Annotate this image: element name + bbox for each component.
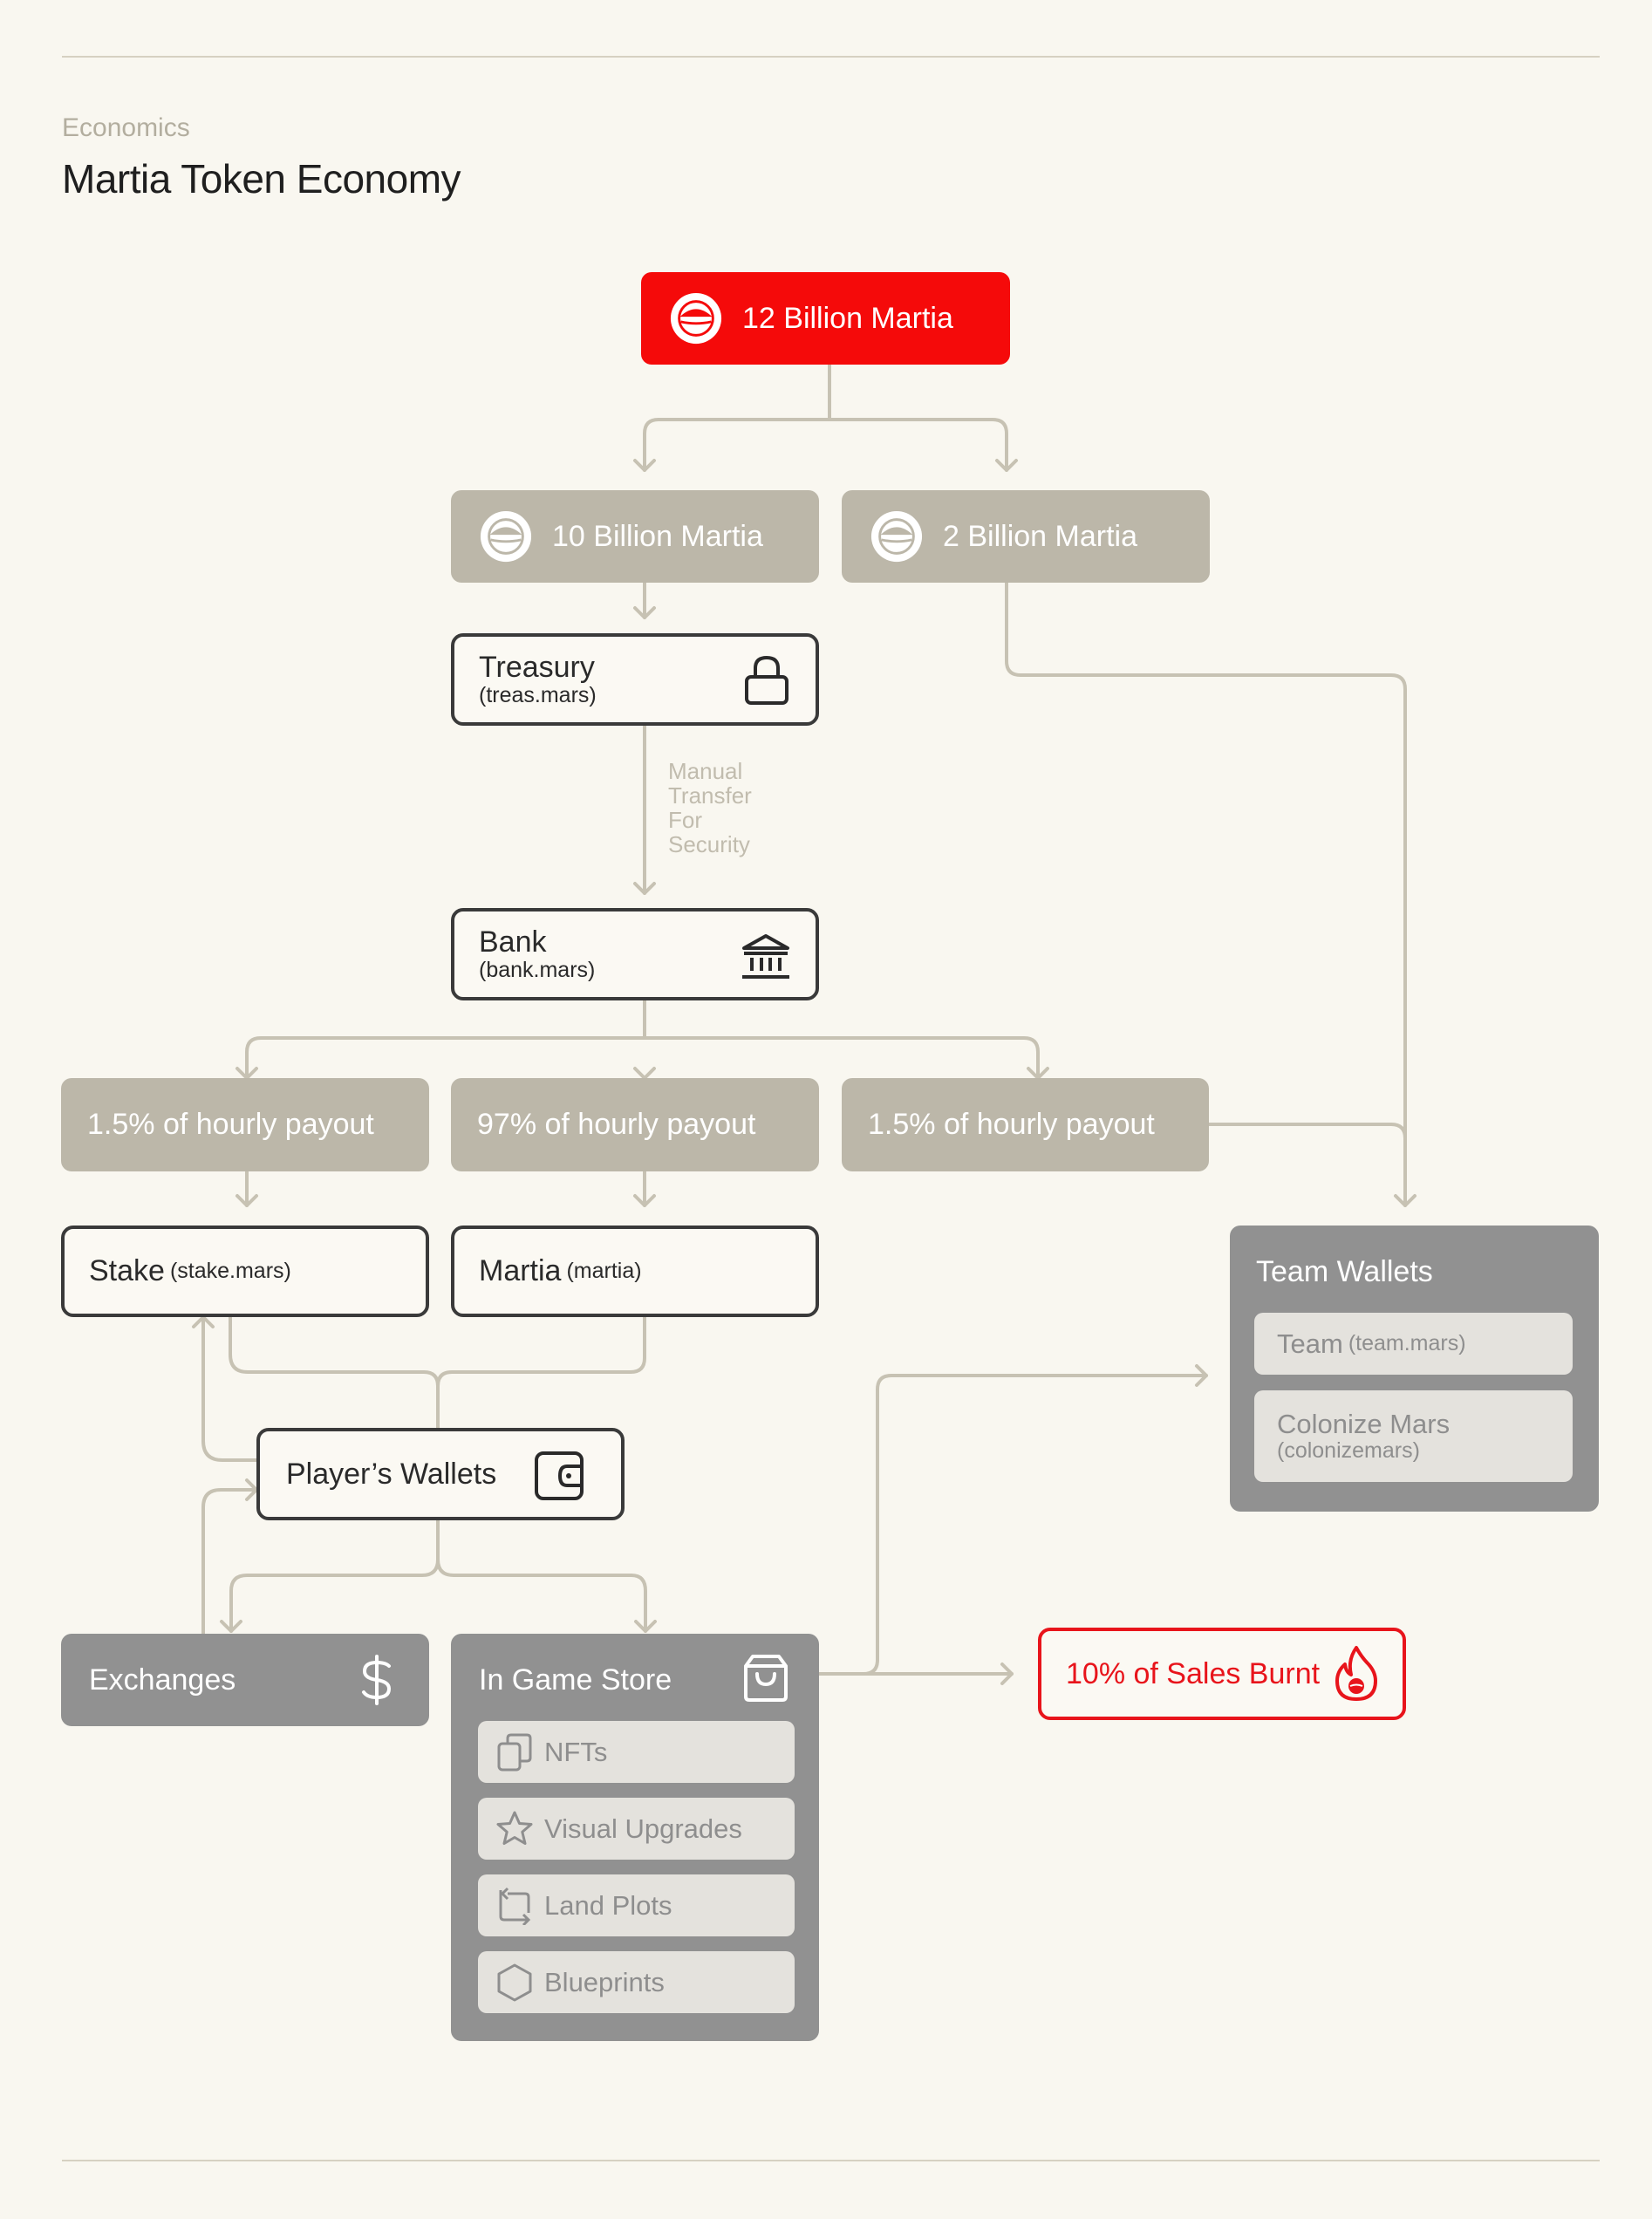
team-wallet-account: (team.mars) [1348,1331,1466,1355]
shopping-bag-icon [744,1655,788,1702]
store-item-blueprints: Blueprints [478,1951,795,2013]
hexagon-icon [497,1963,532,2001]
total-supply-node: 12 Billion Martia [641,272,1010,365]
colonize-mars-wallet-item: Colonize Mars (colonizemars) [1254,1390,1573,1482]
store-item-label: NFTs [544,1736,608,1767]
repeat-icon [499,1887,531,1925]
stake-payout-label: 1.5% of hourly payout [87,1108,374,1141]
exchanges-label: Exchanges [89,1663,236,1697]
players-wallets-label: Player’s Wallets [286,1457,497,1491]
stake-label: Stake [89,1254,165,1287]
store-title: In Game Store [479,1663,672,1697]
team-payout-node: 1.5% of hourly payout [842,1078,1209,1171]
store-item-visual-upgrades: Visual Upgrades [478,1798,795,1860]
team-wallets-title: Team Wallets [1256,1255,1433,1288]
martia-coin-icon [480,510,532,563]
bank-node: Bank (bank.mars) [451,908,819,1000]
sales-burn-node: 10% of Sales Burnt [1038,1628,1406,1720]
stake-payout-node: 1.5% of hourly payout [61,1078,429,1171]
in-game-store-panel: In Game Store NFTs Visual Upgrades Land … [451,1634,819,2041]
stake-account: (stake.mars) [169,1259,291,1283]
treasury-node: Treasury (treas.mars) [451,633,819,726]
total-supply-label: 12 Billion Martia [742,301,953,335]
bottom-divider [62,2160,1600,2161]
team-allocation-label: 2 Billion Martia [943,519,1137,553]
flame-icon [1335,1646,1377,1701]
store-item-nfts: NFTs [478,1721,795,1783]
colonize-mars-label: Colonize Mars [1277,1409,1451,1440]
section-eyebrow: Economics [62,113,190,142]
treasury-label: Treasury [479,651,595,685]
copy-icon [497,1733,532,1771]
top-divider [62,56,1600,58]
dollar-icon [362,1655,392,1705]
team-wallets-panel: Team Wallets Team (team.mars) Colonize M… [1230,1226,1599,1512]
martia-node: Martia (martia) [451,1226,819,1317]
page-title: Martia Token Economy [62,156,461,201]
store-item-label: Land Plots [544,1889,672,1921]
lock-icon [745,655,788,705]
exchanges-node: Exchanges [61,1634,429,1726]
team-wallet-label: Team [1277,1328,1343,1359]
store-item-label: Blueprints [544,1966,665,1997]
treasury-allocation-label: 10 Billion Martia [552,519,763,553]
players-wallets-node: Player’s Wallets [256,1428,625,1520]
treasury-account: (treas.mars) [479,682,597,707]
martia-account: (martia) [566,1259,642,1283]
transfer-note: Manual Transfer For Security [668,758,752,857]
star-icon [496,1811,533,1845]
bank-label: Bank [479,925,547,959]
martia-coin-icon [870,510,923,563]
team-payout-label: 1.5% of hourly payout [868,1108,1155,1141]
colonize-mars-account: (colonizemars) [1277,1437,1420,1463]
bank-account: (bank.mars) [479,957,596,982]
wallet-icon [535,1451,584,1500]
sales-burn-label: 10% of Sales Burnt [1066,1656,1321,1690]
treasury-allocation-node: 10 Billion Martia [451,490,819,583]
stake-node: Stake (stake.mars) [61,1226,429,1317]
store-item-land-plots: Land Plots [478,1874,795,1936]
team-allocation-node: 2 Billion Martia [842,490,1210,583]
martia-payout-node: 97% of hourly payout [451,1078,819,1171]
team-wallet-item: Team (team.mars) [1254,1313,1573,1375]
martia-label: Martia [479,1254,562,1287]
store-item-label: Visual Upgrades [544,1813,742,1844]
martia-payout-label: 97% of hourly payout [477,1108,756,1141]
martia-coin-icon [670,292,722,345]
bank-icon [742,934,789,979]
